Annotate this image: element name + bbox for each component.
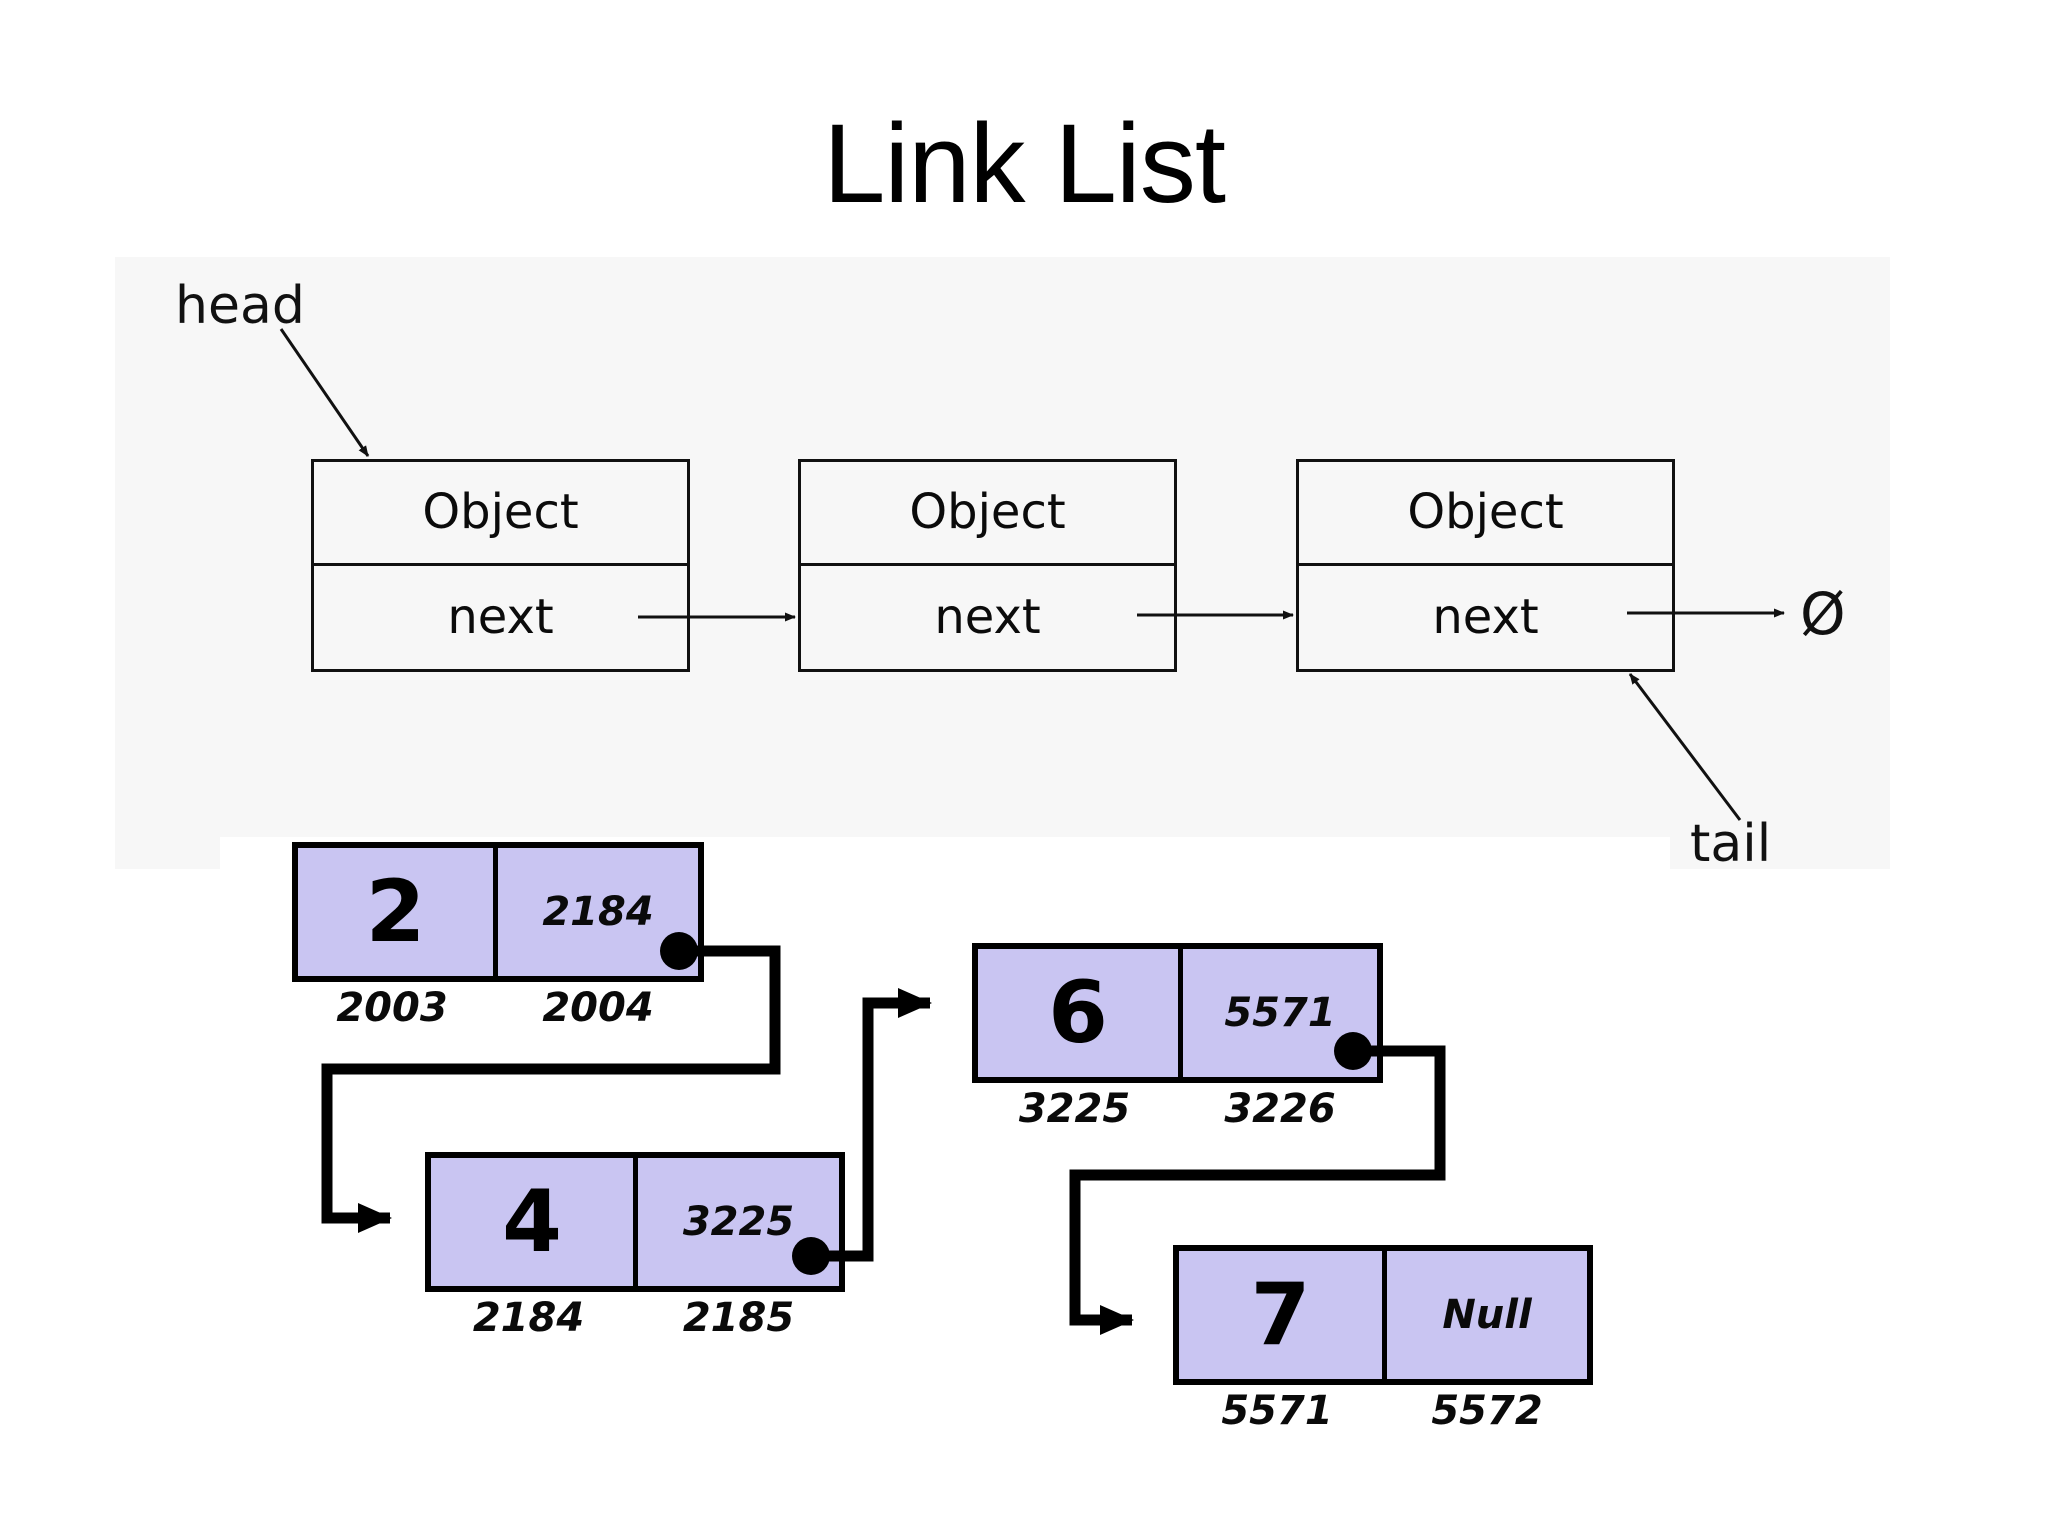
object-node-1: Object next [311,459,690,672]
memory-node-3-pointer-address: 3226 [1224,1086,1336,1132]
memory-node-1: 2 2184 [292,842,704,982]
object-node-2-label: Object [801,462,1174,566]
memory-node-1-addresses: 2003 2004 [292,985,704,1031]
memory-node-4-pointer: Null [1387,1251,1587,1379]
object-node-1-next: next [447,589,554,646]
object-node-2-next: next [934,589,1041,646]
memory-node-2-pointer-address: 2185 [682,1295,795,1341]
memory-node-2: 4 3225 [425,1152,845,1292]
tail-label: tail [1690,814,1772,874]
memory-node-3-value-address: 3225 [1018,1086,1131,1132]
memory-node-2-value-address: 2184 [472,1295,585,1341]
memory-node-1-value: 2 [298,848,498,976]
object-node-2: Object next [798,459,1177,672]
memory-node-4: 7 Null [1173,1245,1593,1385]
memory-node-1-pointer-address: 2004 [542,985,654,1031]
memory-node-4-pointer-address: 5572 [1431,1388,1543,1434]
null-glyph-icon: Ø [1800,580,1846,648]
memory-node-2-value: 4 [431,1158,638,1286]
object-node-3-label: Object [1299,462,1672,566]
page-title: Link List [823,101,1226,226]
object-node-1-label: Object [314,462,687,566]
memory-node-4-value: 7 [1179,1251,1387,1379]
memory-node-3-value: 6 [978,949,1183,1077]
object-node-3-next: next [1432,589,1539,646]
memory-node-2-addresses: 2184 2185 [425,1295,845,1341]
head-label: head [175,276,305,336]
memory-node-2-pointer: 3225 [638,1158,839,1286]
memory-node-3-pointer: 5571 [1183,949,1377,1077]
memory-node-4-addresses: 5571 5572 [1173,1388,1593,1434]
memory-node-3-addresses: 3225 3226 [972,1086,1383,1132]
memory-node-1-value-address: 2003 [336,985,448,1031]
object-node-3: Object next [1296,459,1675,672]
memory-node-3: 6 5571 [972,943,1383,1083]
memory-node-4-value-address: 5571 [1221,1388,1333,1434]
memory-node-1-pointer: 2184 [498,848,698,976]
